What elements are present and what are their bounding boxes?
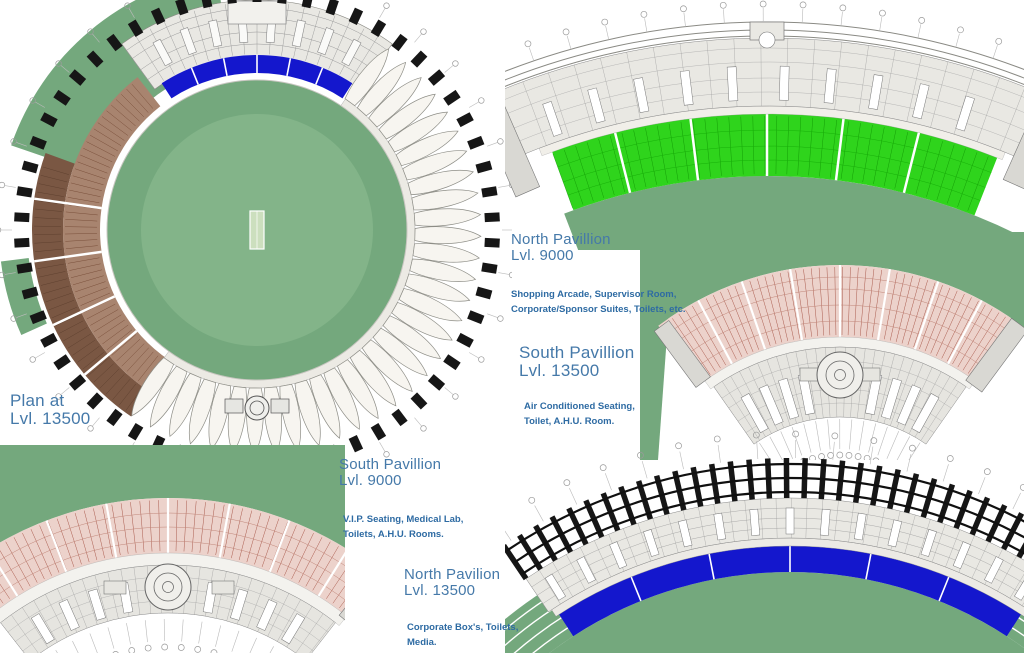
- south-pavilion-9000-title-line1: South Pavillion: [339, 456, 442, 473]
- north-pavilion-9000-title-line2: Lvl. 9000: [511, 246, 574, 264]
- south-pavilion-13500-desc-line1: Air Conditioned Seating,: [524, 401, 635, 412]
- south-pavilion-13500-drawing: [640, 232, 1024, 460]
- north-pavilion-9000-drawing: [505, 0, 1024, 250]
- main-plan-drawing: [0, 0, 512, 470]
- north-pavilion-13500-desc-line2: Media.: [407, 637, 437, 649]
- north-pavilion-13500-description: Corporate Box's, Toilets, Media.: [407, 620, 518, 650]
- structural-column-ticks: [14, 0, 500, 470]
- north-pavilion-9000-description: Shopping Arcade, Supervisor Room, Corpor…: [511, 287, 686, 317]
- north-pavilion-9000-desc-line2: Corporate/Sponsor Suites, Toilets, etc.: [511, 304, 686, 316]
- north-pavilion-13500-title-line1: North Pavilion: [404, 566, 501, 583]
- main-plan-title-line2: Lvl. 13500: [10, 409, 91, 429]
- blue-concourse-arc: [161, 54, 353, 99]
- north-pavilion-9000-desc-line1: Shopping Arcade, Supervisor Room,: [511, 289, 677, 300]
- south-entrance-pavilion: [224, 395, 290, 421]
- north-pavilion-9000-title: North Pavillion Lvl. 9000: [511, 232, 611, 264]
- main-plan-title: Plan at Lvl. 13500: [10, 391, 91, 429]
- north-pavilion-13500-desc-line1: Corporate Box's, Toilets,: [407, 622, 519, 633]
- cricket-pitch: [249, 210, 265, 250]
- west-stand-brown: [31, 77, 170, 417]
- north-pavilion-9000-title-line1: North Pavillion: [511, 231, 611, 248]
- south-pavilion-13500-title-line1: South Pavillion: [519, 343, 635, 362]
- grid-line-markers: [505, 430, 1024, 541]
- green-seating-tier: [552, 114, 998, 216]
- south-pavilion-13500-desc-line2: Toilet, A.H.U. Room.: [524, 416, 615, 428]
- ac-seating-tier: [658, 265, 1022, 384]
- grid-line-markers: [55, 619, 274, 653]
- south-pavilion-9000-title-line2: Lvl. 9000: [339, 471, 402, 489]
- central-entrance-porch: [749, 21, 785, 49]
- north-pavilion-13500-title-line2: Lvl. 13500: [404, 581, 476, 599]
- central-stair-drum: [103, 563, 235, 611]
- roof-truss-structure: [505, 457, 1024, 581]
- grid-line-markers: [524, 0, 1003, 61]
- concourse-rooms-band: [525, 497, 1024, 613]
- north-pavilion-band: [121, 0, 393, 90]
- blue-corporate-box-arc: [559, 546, 1021, 637]
- south-pavilion-9000-desc-line2: Toilets, A.H.U. Rooms.: [343, 529, 444, 541]
- north-pavilion-13500-title: North Pavilion Lvl. 13500: [404, 567, 500, 599]
- south-pavilion-9000-desc-line1: V.I.P. Seating, Medical Lab,: [343, 514, 464, 525]
- central-stair-drum: [799, 351, 881, 399]
- grid-line-markers: [0, 2, 512, 470]
- roof-petals: [131, 48, 482, 455]
- playing-field: [0, 445, 345, 548]
- south-pavilion-13500-description: Air Conditioned Seating, Toilet, A.H.U. …: [524, 399, 635, 429]
- south-pavilion-9000-drawing: [0, 445, 345, 653]
- concourse-rooms-band: [505, 37, 1024, 198]
- south-pavilion-9000-description: V.I.P. Seating, Medical Lab, Toilets, A.…: [343, 512, 463, 542]
- south-pavilion-13500-title: South Pavillion Lvl. 13500: [519, 343, 635, 381]
- south-pavilion-13500-title-line2: Lvl. 13500: [519, 361, 600, 381]
- main-plan-title-line1: Plan at: [10, 391, 65, 410]
- playing-field: [549, 571, 1024, 653]
- north-pavilion-13500-drawing: [505, 430, 1024, 653]
- south-pavilion-9000-title: South Pavillion Lvl. 9000: [339, 457, 441, 489]
- vip-seating-tier: [0, 498, 345, 616]
